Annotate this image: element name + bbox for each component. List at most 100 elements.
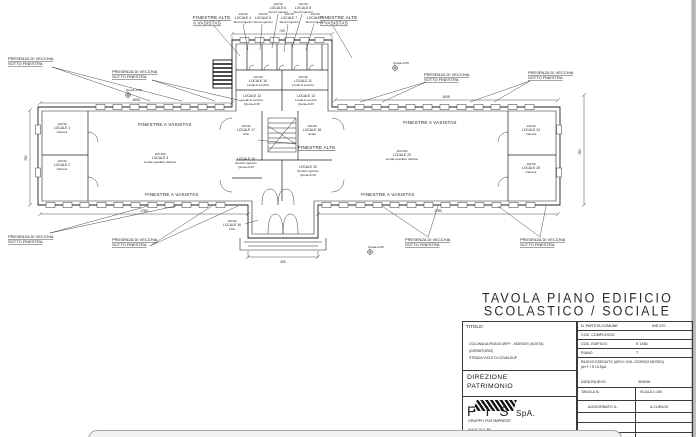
note-quota: Quota+0.56 [393,61,409,65]
note-presenza: PRESENZA DI VECCHIA [405,237,451,242]
room-label: LOCALE 3 [152,156,168,160]
room-label: Servizi igienici [305,20,324,24]
tavola-scala-row: TAVOLA N. SCALA 1:100 [577,388,692,401]
note-finestre-alte-vasistas: FINESTRE ALTE [320,15,358,20]
room-label: Servizio igienico [235,161,257,165]
titolo-label: TITOLO: [466,324,484,329]
note-presenza: PRESENZA DI VECCHIA [8,234,54,239]
room-label: Camera [526,170,537,174]
room-label: LOCALE 25 [522,166,540,170]
room-label: LOCALE 1 [54,126,70,130]
note-finestre-alte-vasistas: FINESTRE ALTE [193,15,231,20]
field-value: T [636,351,639,355]
note-presenza: PRESENZA DI VECCHIA [528,70,574,75]
note-quota: Quota+0.25 [126,88,142,92]
plan-annotations: FINESTRE ALTE A VASISTAS FINESTRE ALTE A… [8,2,582,264]
note-finestre-alte-vasistas: A VASISTAS [320,21,348,26]
titolo-line: STRADA VICLE DI COVALDUP [469,356,517,360]
room-label: Servizi igienici [279,20,298,24]
direzione-line: PATRIMONIO [467,383,514,390]
room-label: LOCALE 6 [270,6,286,10]
room-label: LOCALE 5 [255,16,271,20]
titolo-box: TITOLO: COLONIA ALPINA DI ARPY - MORGEX … [463,322,577,371]
room-label: Locale specifico dell'uso [386,157,419,161]
aggiornato-row: AGGIORNATO IL: A CURA DI [577,401,692,413]
dim-label: 430 [280,260,286,264]
room-label: Locale specifico dell'uso [144,160,177,164]
viewer-right-edge [691,0,696,437]
note-quota: Quota+0.25 [368,245,384,249]
stair-hatch [212,59,233,89]
field-value: E 1460 [636,342,648,346]
room-label: 100 90 [258,12,268,16]
room-label: 100 90 [526,124,536,128]
note-presenza: PRESENZA DI VECCHIA [112,69,158,74]
field-value: IND 370 [652,324,666,328]
room-label: Camera [57,167,68,171]
note-finestre-vasistas: FINESTRE A VASISTAS [403,120,456,125]
room-label: LOCALE 4 [235,16,251,20]
room-label: 100 90 [526,162,536,166]
room-label: 100 90 [310,12,320,16]
direzione-box: DIREZIONE PATRIMONIO [463,370,577,397]
room-label: LOCALE 2 [54,163,70,167]
direzione-line: DIREZIONE [467,374,508,381]
note-presenza: PRESENZA DI VECCHIA [520,237,566,242]
field-label: COD. EDIFICIO [581,342,608,346]
room-label: Locali di servizio [292,83,314,87]
room-partitions [42,44,556,251]
room-label: Camera [57,130,68,134]
door-swings [87,64,509,235]
dim-label: 1780 [434,209,442,213]
room-label: Locali di servizio [247,83,269,87]
room-label: Atrio [229,227,236,231]
note-presenza: SOTTO FINESTRA [528,75,563,80]
dimension-labels: 740 1605 1605 1780 1780 430 780 780 [24,29,582,264]
room-label: 100 90 [273,2,283,6]
room-labels: 100 90 LOCALE 1 Camera 100 90 LOCALE 2 C… [54,2,540,231]
room-label: Scala [308,132,316,136]
note-finestre-vasistas: FINESTRE A VASISTAS [145,192,198,197]
note-presenza: SOTTO FINESTRA [112,74,147,79]
scala-label: SCALA 1:100 [640,390,663,394]
room-label: LOCALE 16 [223,223,241,227]
room-label: 100 90 [57,122,67,126]
dim-label: 740 [279,29,285,33]
field-complesso: COD. COMPLESSO [577,331,692,340]
sheet-title-line1: TAVOLA PIANO EDIFICIO [482,290,673,306]
rilievo-line: per F I S I A SpA. [581,365,608,369]
room-label: 100 90 [241,124,251,128]
rilievo-line: RILIEVO ESEGUITO (ARCH. ING. GIORGIO MOS… [581,360,664,364]
note-presenza: SOTTO FINESTRA [112,242,147,247]
field-piano: PIANO T [577,349,692,358]
note-presenza: SOTTO FINESTRA [405,242,440,247]
room-label: LOCALE 7 [281,16,297,20]
room-label: Servizio igienico [297,169,319,173]
note-presenza: PRESENZA DI VECCHIA [112,237,158,242]
room-label: LOCALE 23 [393,153,411,157]
field-label: PIANO [581,351,593,355]
data-rilievo-value: 30/6/96 [638,380,651,384]
note-presenza: SOTTO FINESTRA [424,77,459,82]
room-label: LOCALE 15 [237,157,255,161]
room-label: LOCALE 9 [307,16,323,20]
room-label: LOCALE 24 [522,128,540,132]
room-label: Quota+0.25 [298,102,314,106]
background-window-edge[interactable] [88,430,622,437]
room-label: 100 90 [298,75,308,79]
dimension-lines [27,31,587,260]
room-label: Servizi igienici [253,20,272,24]
room-label: Camera [526,132,537,136]
title-block-table: TITOLO: COLONIA ALPINA DI ARPY - MORGEX … [462,321,693,437]
room-label: LOCALE 10 [249,79,267,83]
room-label: 100 390 [155,152,166,156]
field-label: COD. COMPLESSO [581,333,615,337]
room-label: Locali di servizio [295,98,317,102]
windows [35,37,562,208]
room-label: Servizi igienici [293,10,312,14]
empty-row [577,413,692,423]
room-label: Quota+0.25 [244,102,260,106]
note-presenza: SOTTO FINESTRA [8,239,43,244]
